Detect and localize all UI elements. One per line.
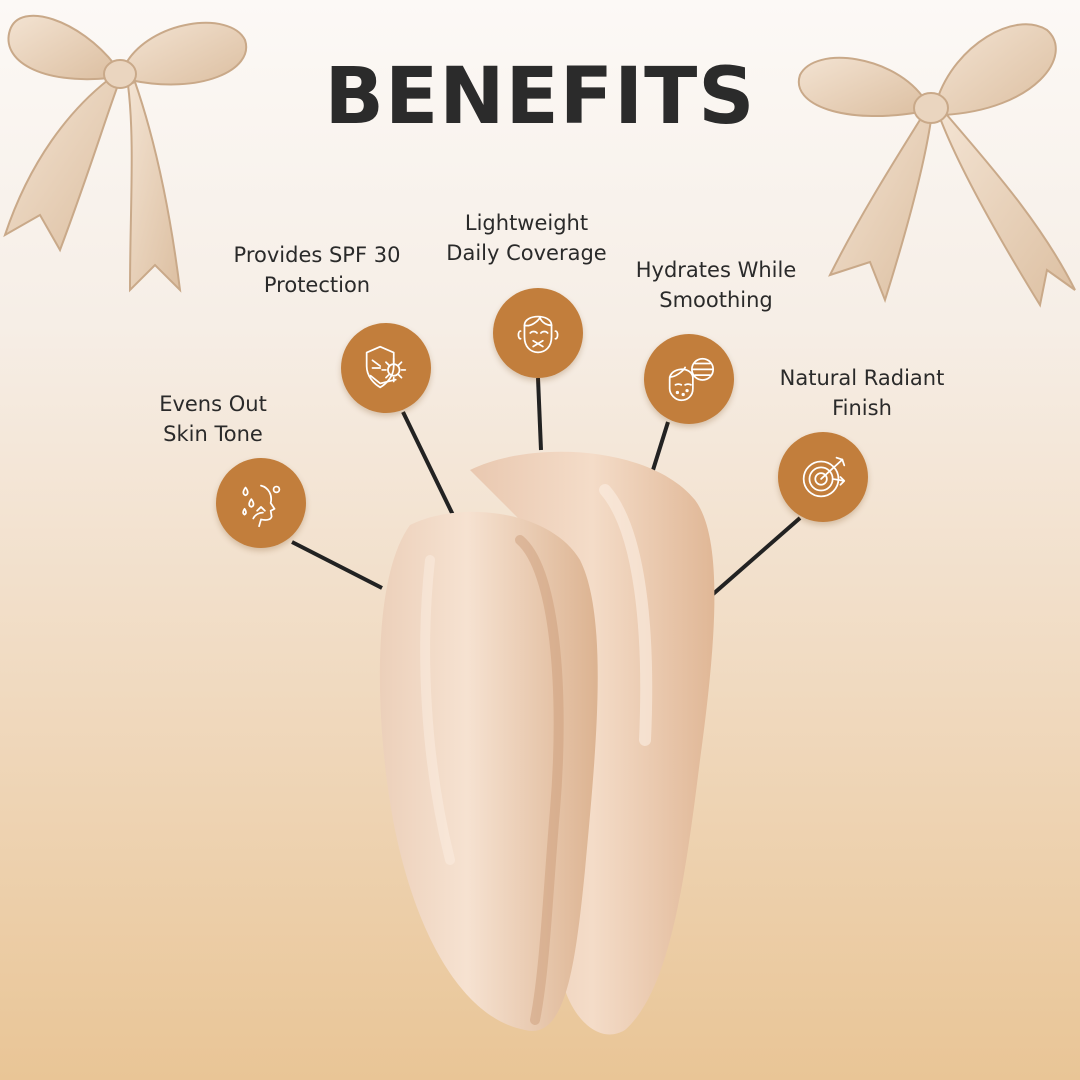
benefit-badge-lightweight [493,288,583,378]
ribbon-bow-right [797,23,1076,308]
page-title: BENEFITS [324,52,756,142]
benefit-badge-evens-out [216,458,306,548]
benefit-badge-radiant [778,432,868,522]
benefit-label-lightweight: Lightweight Daily Coverage [446,211,607,265]
face-texture-icon [668,357,715,402]
target-arrow-icon [802,456,846,498]
connector-radiant [710,516,802,597]
benefit-badge-spf [341,323,431,413]
ribbon-bow-left [3,14,248,293]
benefit-label-spf: Provides SPF 30 Protection [233,243,401,297]
face-droplets-icon [242,484,281,528]
connector-hydrates [651,421,670,471]
benefit-label-evens-out: Evens Out Skin Tone [159,392,267,446]
connector-spf [401,411,455,516]
connector-lightweight [536,377,543,451]
foundation-swatch-image [379,451,715,1035]
benefit-label-hydrates: Hydrates While Smoothing [635,258,797,312]
sun-shield-icon [365,345,407,389]
connector-evens-out [291,540,383,590]
face-icon [517,315,559,354]
benefit-badge-hydrates [644,334,734,424]
benefit-label-radiant: Natural Radiant Finish [779,366,945,420]
